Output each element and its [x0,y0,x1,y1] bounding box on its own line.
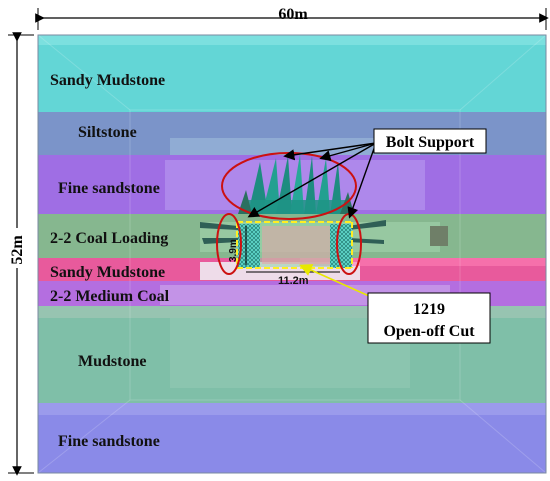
cut-width-label: 11.2m [278,275,309,287]
label-fine-sandstone-lower: Fine sandstone [58,433,160,450]
ellipse-left-rib [216,213,242,275]
open-off-cut-number: 1219 [413,301,445,318]
label-sandy-mudstone-top: Sandy Mudstone [50,72,165,89]
label-fine-sandstone-upper: Fine sandstone [58,180,160,197]
open-off-cut-section [236,221,353,269]
layer-sandy-mudstone-top [38,35,546,113]
bolt-support-label: Bolt Support [386,134,475,151]
label-coal-loading: 2-2 Coal Loading [50,230,168,247]
overall-dimensions: 60m 52m [8,6,549,476]
cut-height-label: 3.9m [228,239,239,262]
open-off-cut-label: Open-off Cut [383,323,475,340]
width-label: 60m [278,6,308,23]
label-medium-coal: 2-2 Medium Coal [50,288,170,305]
label-mudstone: Mudstone [78,353,146,370]
label-siltstone: Siltstone [78,124,137,141]
open-off-cut-callout: 1219 Open-off Cut [299,264,491,344]
height-label: 52m [9,235,26,265]
label-sandy-mudstone-band: Sandy Mudstone [50,264,165,281]
cut-dimensions: 3.9m 11.2m [228,226,340,287]
bolt-support-box [373,128,487,154]
layer-labels: Sandy Mudstone Siltstone Fine sandstone … [50,72,170,450]
bolt-support-callout: Bolt Support [247,128,487,219]
open-off-cut-box [367,292,491,344]
